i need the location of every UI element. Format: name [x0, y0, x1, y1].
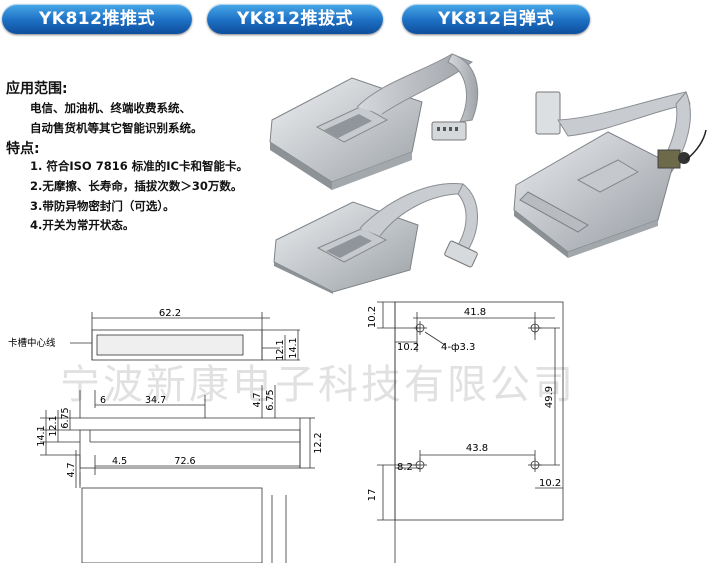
dim-6-75-left: 6.75 [60, 407, 71, 428]
hole-spec: 4-ф3.3 [441, 342, 475, 353]
tag-push-push: YK812推推式 [2, 4, 192, 34]
dim-8-2: 8.2 [397, 462, 413, 473]
dim-4-7-right: 4.7 [252, 392, 263, 407]
dim-14-1-top: 14.1 [288, 337, 299, 358]
dim-12-1-top: 12.1 [275, 339, 286, 360]
feature-item-2: 2.无摩擦、长寿命，插拔次数＞30万数。 [30, 179, 243, 193]
feature-item-3: 3.带防异物密封门（可选）。 [30, 199, 175, 213]
applications-line-2: 自动售货机等其它智能识别系统。 [30, 121, 203, 135]
dim-62-2: 62.2 [159, 308, 181, 319]
right-dimension-drawing: 41.8 10.2 10.2 4-ф3.3 49.9 43.8 8.2 10.2… [367, 301, 564, 563]
dim-4-7-left: 4.7 [66, 462, 77, 477]
dim-12-1-left: 12.1 [48, 415, 59, 436]
card-reader-photo-1 [269, 53, 479, 190]
dim-6-75-right: 6.75 [265, 389, 276, 410]
slot-centerline-label: 卡槽中心线 [8, 337, 56, 349]
dim-6: 6 [100, 395, 106, 406]
tag-push-pull: YK812推拔式 [207, 4, 383, 34]
applications-heading: 应用范围: [6, 81, 68, 97]
dim-17: 17 [367, 489, 378, 502]
dim-10-2-left: 10.2 [397, 342, 419, 353]
features-heading: 特点: [6, 141, 40, 157]
dim-4-5: 4.5 [112, 456, 127, 467]
card-reader-photo-2 [273, 182, 478, 294]
dim-10-2-bottom: 10.2 [539, 478, 561, 489]
feature-item-4: 4.开关为常开状态。 [30, 218, 135, 232]
feature-item-1: 1. 符合ISO 7816 标准的IC卡和智能卡。 [30, 159, 248, 173]
tag-self-eject: YK812自弹式 [402, 4, 590, 34]
company-watermark: 宁波新康电子科技有限公司 [60, 362, 576, 408]
left-dimension-drawing: 62.2 卡槽中心线 12.1 14.1 6 34.7 4.7 6.75 14.… [8, 308, 324, 563]
dim-49-9: 49.9 [544, 386, 555, 408]
dim-10-2-top: 10.2 [367, 306, 378, 328]
dim-72-6: 72.6 [174, 456, 195, 467]
dim-34-7: 34.7 [145, 395, 166, 406]
dim-43-8: 43.8 [466, 443, 488, 454]
dim-41-8: 41.8 [464, 307, 486, 318]
applications-line-1: 电信、加油机、终端收费系统、 [30, 101, 191, 115]
dim-12-2: 12.2 [313, 432, 324, 453]
card-reader-photo-3 [513, 91, 707, 258]
dim-14-1-left: 14.1 [36, 425, 47, 446]
